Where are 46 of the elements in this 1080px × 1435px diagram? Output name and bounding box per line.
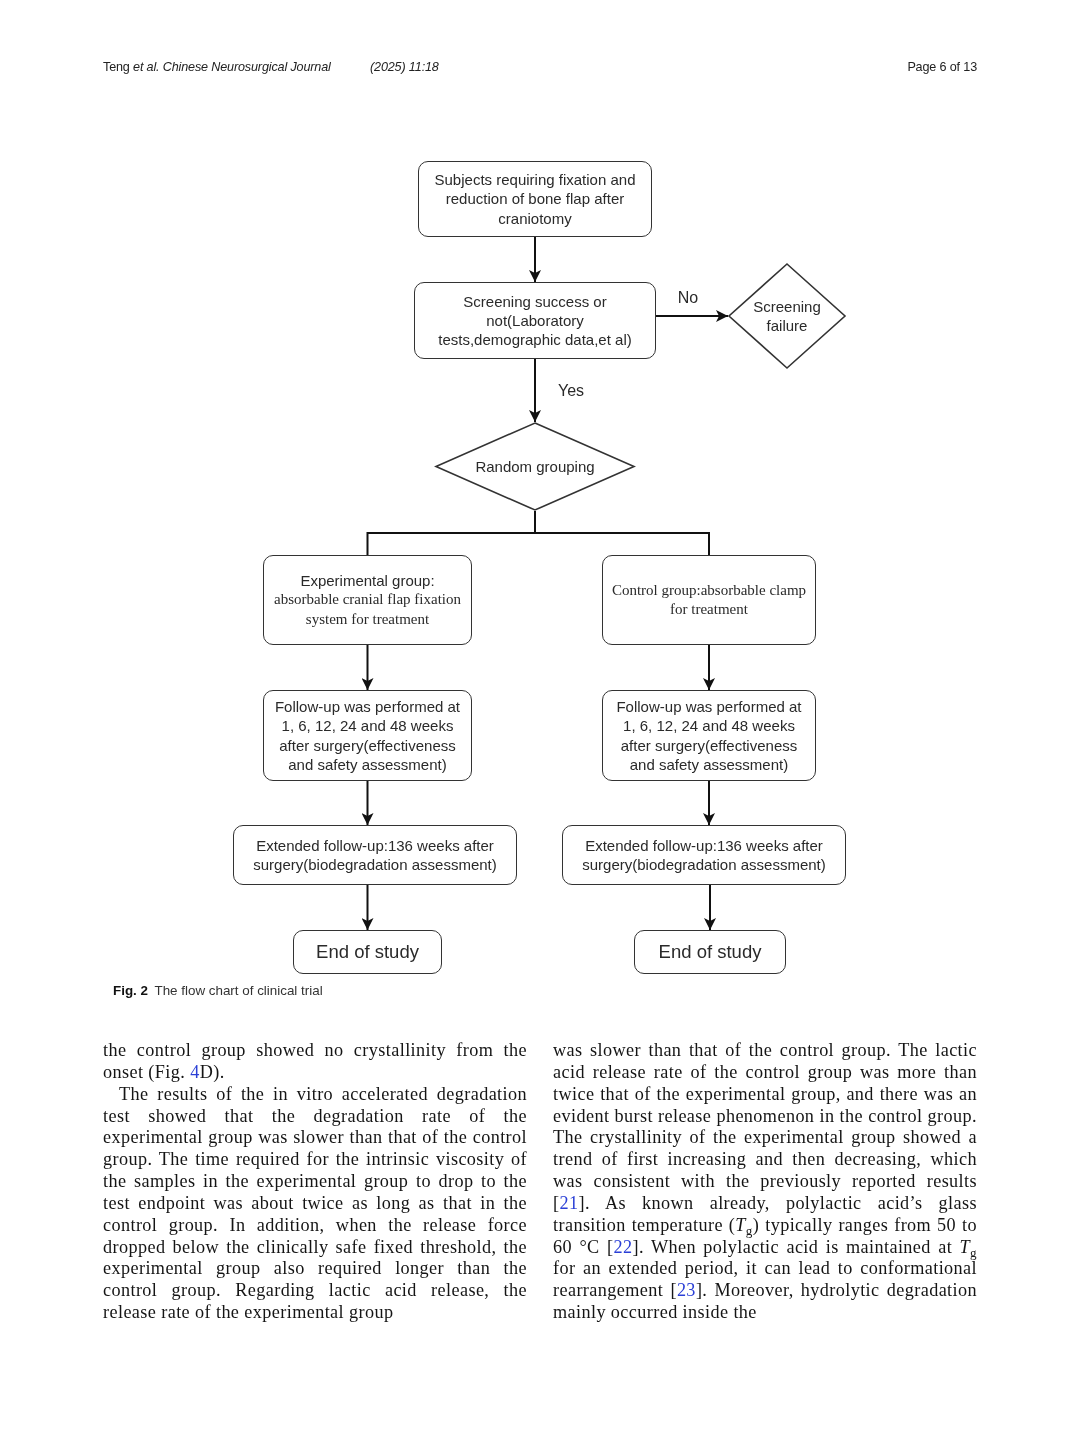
process-box (562, 825, 846, 885)
arrow (529, 236, 541, 283)
process-box (602, 690, 816, 781)
citation-link: 23 (676, 1280, 696, 1301)
running-header: Teng et al. Chinese Neurosurgical Journal (103, 59, 331, 75)
node-label: Follow-up was performed at 1, 6, 12, 24 and 48 weeks after surgery(effectiveness and safety assessment) (273, 697, 462, 774)
process-box (418, 161, 652, 237)
arrow (655, 310, 729, 322)
node-label: Extended follow-up:136 weeks after surgery(biodegradation assessment) (252, 835, 498, 875)
page-number: Page 6 of 13 (907, 59, 977, 75)
body-paragraph: The results of the in vitro accelerated degradation test showed that the degradation rate of the experimental group was slower than that of the control group. The time required for the intrinsic viscosity of the samples in the experimental group to drop to the test endpoint was about twice as long as that in the control group. In addition, when the release force dropped below the clinically safe fixed threshold, the experimental group also required longer than the control group. Regarding lactic acid release, the release rate of the experimental group (103, 1083, 527, 1324)
connector-line (534, 510, 710, 556)
node-label: Screening success or not(Laboratory tests,demographic data,et al) (437, 291, 633, 350)
process-box (233, 825, 517, 885)
node-label: Control group:absorbable clamp for treatment (611, 580, 807, 619)
body-paragraph: the control group showed no crystallinity from the onset (Fig. 4D). (103, 1040, 527, 1084)
decision-label: Screening failure (752, 296, 822, 336)
arrow (361, 780, 374, 826)
node-label: End of study (316, 940, 419, 964)
arrow (361, 884, 374, 931)
arrow (361, 644, 374, 691)
node-label: Subjects requiring fixation and reduction of bone flap after craniotomy (433, 170, 637, 228)
arrow (703, 780, 715, 826)
node-label: Extended follow-up:136 weeks after surgery(biodegradation assessment) (581, 835, 827, 875)
end-box (293, 930, 442, 974)
end-box (634, 930, 786, 974)
node-label: absorbable cranial flap fixation system for treatment (273, 590, 462, 629)
body-paragraph: was slower than that of the control group. The lactic acid release rate of the control group was more than twice that of the experimental group, and there was an evident burst release phenomenon in the control group. The crystallinity of the experimental group showed a trend of first increasing and then decreasing, which was consistent with the previously reported results [21]. As known already, polylactic acid’s glass transition temperature (T$_{g}$) typically ranges from 50 to 60 °C [22]. When polylactic acid is maintained at T$_{g}$ for an extended period, it can lead to conformational rearrangement [23]. Moreover, hydrolytic degradation mainly occurred inside the (553, 1040, 977, 1324)
decision-label: Random grouping (475, 456, 595, 476)
citation-link: 22 (613, 1236, 633, 1257)
arrow (704, 884, 716, 931)
process-box (263, 690, 472, 781)
node-label: End of study (658, 940, 762, 964)
running-header: (2025) 11:18 (370, 59, 439, 75)
arrow (703, 644, 715, 691)
figure-caption: Fig. 2 The flow chart of clinical trial (113, 982, 323, 999)
decision-diamond (728, 263, 846, 369)
process-box (263, 555, 472, 645)
node-label: Experimental group: (300, 571, 435, 591)
citation-link: 21 (559, 1192, 579, 1213)
figure-link: 4 (190, 1061, 200, 1082)
decision-diamond (435, 422, 635, 511)
process-box (414, 282, 656, 359)
process-box (602, 555, 816, 645)
node-label: Follow-up was performed at 1, 6, 12, 24 and 48 weeks after surgery(effectiveness and safety assessment) (615, 697, 803, 774)
arrow (529, 358, 541, 423)
